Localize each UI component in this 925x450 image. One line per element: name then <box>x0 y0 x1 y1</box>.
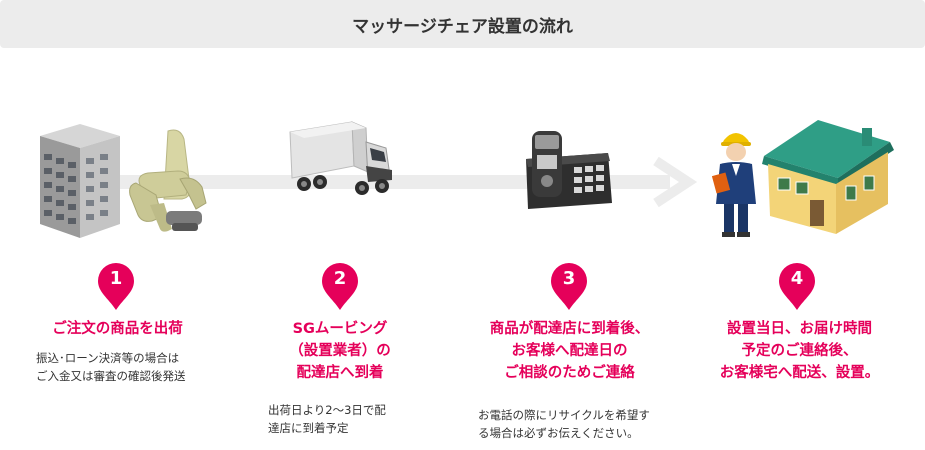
step-3-number: 3 <box>562 268 576 289</box>
step-2-title: SGムービング （設置業者）の 配達店へ到着 <box>250 318 430 384</box>
step-3-title-line: ご相談のためご連絡 <box>504 365 635 381</box>
phone-icon <box>526 131 612 209</box>
step-4-title: 設置当日、お届け時間 予定のご連絡後、 お客様宅へ配送、設置。 <box>697 318 902 384</box>
step-3-title-line: 商品が配達店に到着後、 <box>489 321 650 337</box>
truck-icon <box>289 121 392 195</box>
step-3-note-line: る場合は必ずお伝えください。 <box>478 426 639 440</box>
step-3-note-line: お電話の際にリサイクルを希望す <box>478 408 650 422</box>
step-2-title-line: （設置業者）の <box>289 343 391 359</box>
step-1-title-line: ご注文の商品を出荷 <box>52 321 183 337</box>
step-1-title: ご注文の商品を出荷 <box>20 318 215 340</box>
step-3-title-line: お客様へ配達日の <box>511 343 628 359</box>
step-2-title-line: SGムービング <box>292 321 388 337</box>
step-2-note-line: 出荷日より2～3日で配 <box>268 403 386 417</box>
step-3-pin-icon <box>551 263 587 310</box>
step-1-note: 振込･ローン決済等の場合は ご入金又は審査の確認後発送 <box>36 349 226 385</box>
step-4-title-line: お客様宅へ配送、設置。 <box>719 365 880 381</box>
building-icon <box>40 124 120 238</box>
step-4-pin-icon <box>779 263 815 310</box>
step-2-title-line: 配達店へ到着 <box>296 365 384 381</box>
house-icon <box>762 120 894 234</box>
flow-arrow-icon <box>653 157 698 207</box>
step-2-pin-icon <box>322 263 358 310</box>
step-4-title-line: 設置当日、お届け時間 <box>727 321 872 337</box>
step-2-note: 出荷日より2～3日で配 達店に到着予定 <box>268 401 438 437</box>
step-2-number: 2 <box>333 268 347 289</box>
step-4-title-line: 予定のご連絡後、 <box>741 343 858 359</box>
massage-chair-icon <box>129 129 207 232</box>
page-title: マッサージチェア設置の流れ <box>352 16 573 37</box>
step-3-note: お電話の際にリサイクルを希望す る場合は必ずお伝えください。 <box>478 406 678 442</box>
page-title-bar: マッサージチェア設置の流れ <box>0 0 925 48</box>
step-1-note-line: ご入金又は審査の確認後発送 <box>36 369 186 383</box>
step-3-title: 商品が配達店に到着後、 お客様へ配達日の ご相談のためご連絡 <box>467 318 672 384</box>
step-4-number: 4 <box>790 268 804 289</box>
step-1-number: 1 <box>109 268 123 289</box>
step-1-note-line: 振込･ローン決済等の場合は <box>36 351 180 365</box>
step-2-note-line: 達店に到着予定 <box>268 421 349 435</box>
worker-icon <box>712 133 756 237</box>
step-1-pin-icon <box>98 263 134 310</box>
